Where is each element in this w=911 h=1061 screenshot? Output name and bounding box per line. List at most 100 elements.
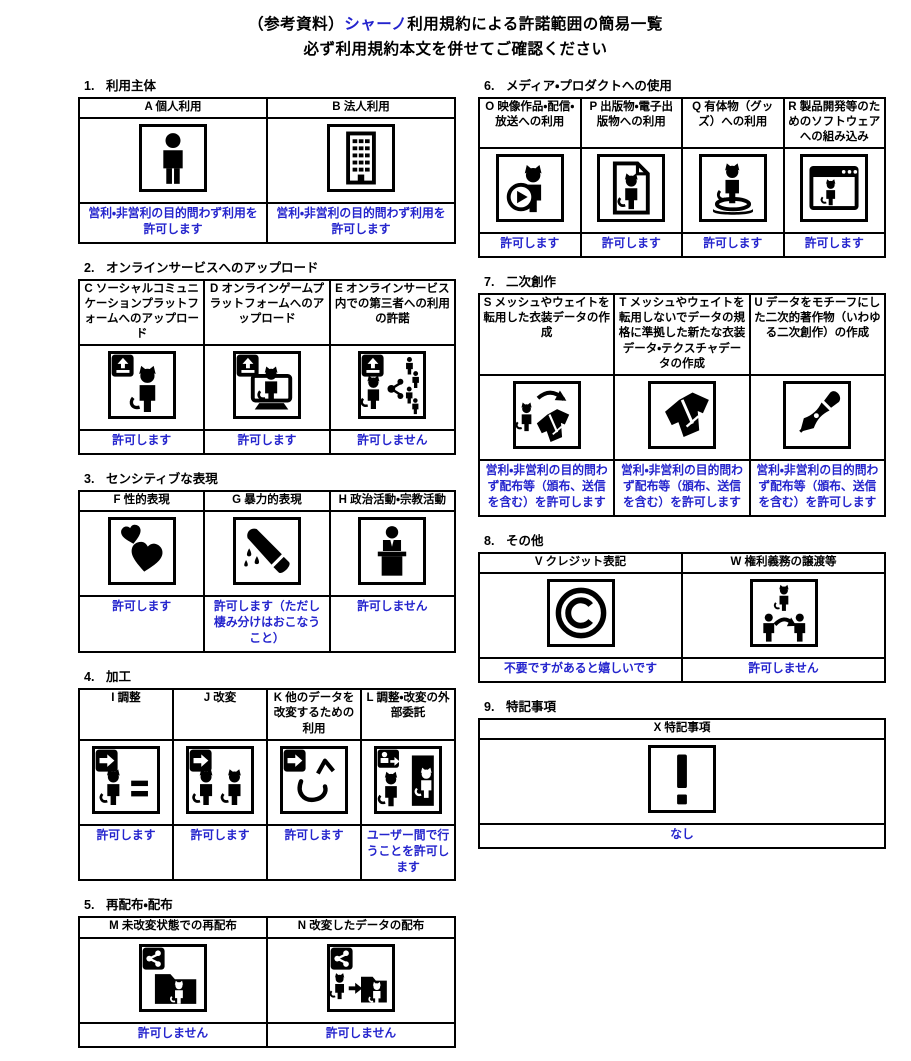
cell-icon-area — [360, 738, 456, 826]
section-number: 7. — [484, 275, 495, 290]
two-column-layout: 1. 利用主体 A 個人利用 B 法人利用 営利・非営利の目的問わず利用を許可しま… — [0, 75, 911, 1061]
cell-header: V クレジット表記 — [478, 551, 683, 574]
cell-icon-area — [478, 571, 683, 659]
upload-cat-person-icon — [107, 351, 176, 420]
publication-cat-icon — [597, 154, 666, 223]
cell-status: 許可します（ただし棲み分けはおこなうこと） — [203, 595, 331, 654]
cell-status: 許可しません — [78, 1021, 268, 1048]
title-suffix: 利用規約による許諾範囲の簡易一覧 — [407, 16, 663, 33]
podium-speaker-icon — [358, 517, 427, 586]
cell-icon-area — [782, 147, 886, 235]
software-window-icon — [800, 154, 869, 223]
section-label: センシティブな表現 — [106, 472, 218, 487]
section-number: 6. — [484, 78, 495, 93]
goods-figurine-icon — [698, 154, 767, 223]
cell-status: 営利・非営利の目的問わず配布等（頒布、送信を含む）を許可します — [477, 458, 616, 517]
cell-header: A 個人利用 — [78, 96, 268, 119]
cell-status: 許可します — [172, 823, 268, 882]
section-derivative-works: 7. 二次創作 S メッシュやウェイトを転用した衣装データの作成 T メッシュやウ… — [477, 271, 887, 517]
cell-header: D オンラインゲームプラットフォームへのアップロード — [203, 278, 331, 347]
permission-table: I 調整 J 改変 K 他のデータを改変するための利用 L 調整・改変の外部委託… — [78, 688, 456, 882]
cell-header: X 特記事項 — [478, 717, 886, 740]
cell-icon-area — [328, 510, 457, 598]
section-label: メディア・プロダクトへの使用 — [506, 78, 672, 93]
cell-status: 許可しません — [328, 595, 457, 654]
section-heading: 3. センシティブな表現 — [84, 468, 456, 487]
section-number: 9. — [484, 699, 495, 714]
cell-header: N 改変したデータの配布 — [266, 916, 456, 939]
section-redistribution: 5.再配布・配布 M 未改変状態での再配布 N 改変したデータの配布 許可しませ… — [78, 894, 456, 1048]
cell-status: 許可しません — [266, 1021, 456, 1048]
permission-table: O 映像作品・配信・放送への利用 P 出版物・電子出版物への利用 Q 有体物（グ… — [478, 96, 886, 259]
cell-status: 許可します — [266, 823, 362, 882]
section-label: 二次創作 — [506, 275, 557, 290]
section-processing: 4.加工 I 調整 J 改変 K 他のデータを改変するための利用 L 調整・改変… — [78, 666, 456, 882]
fanart-pen-icon — [783, 380, 852, 449]
cell-icon-area — [78, 738, 174, 826]
cell-icon-area — [681, 147, 785, 235]
cell-icon-area — [78, 116, 268, 204]
adjust-equal-cat-icon — [92, 745, 160, 814]
section-number: 8. — [484, 533, 495, 548]
section-heading: 4.加工 — [84, 666, 456, 685]
section-online-upload: 2.オンラインサービスへのアップロード C ソーシャルコミュニケーションプラット… — [77, 257, 457, 456]
cell-icon-area — [77, 510, 206, 598]
section-heading: 1. 利用主体 — [84, 75, 456, 94]
cell-status: 許可しません — [328, 429, 457, 456]
person-icon — [139, 123, 207, 192]
cell-header: B 法人利用 — [266, 96, 456, 119]
distribute-modified-icon — [327, 943, 395, 1012]
cell-status: 営利・非営利の目的問わず利用を許可します — [266, 201, 456, 244]
section-heading: 2.オンラインサービスへのアップロード — [84, 257, 456, 276]
section-number: 3. — [84, 472, 95, 487]
page-title: （参考資料）シャーノ利用規約による許諾範囲の簡易一覧 — [0, 13, 911, 38]
cell-icon-area — [328, 344, 457, 432]
cell-icon-area — [203, 344, 331, 432]
section-number: 1. — [84, 78, 95, 93]
section-sensitive-expression: 3. センシティブな表現 F 性的表現 G 暴力的表現 H 政治活動・宗教活動 許… — [77, 468, 457, 654]
section-heading: 9. 特記事項 — [484, 696, 886, 715]
cell-header: T メッシュやウェイトを転用しないでデータの規格に準拠した新たな衣装データ・テク… — [613, 293, 751, 376]
cell-header: F 性的表現 — [77, 490, 206, 513]
document-page: （参考資料）シャーノ利用規約による許諾範囲の簡易一覧 必ず利用規約本文を併せてご… — [0, 13, 911, 1048]
permission-table: M 未改変状態での再配布 N 改変したデータの配布 許可しません 許可しません — [78, 916, 456, 1048]
right-column: 6. メディア・プロダクトへの使用 O 映像作品・配信・放送への利用 P 出版物・… — [477, 75, 887, 862]
section-label: 加工 — [106, 670, 132, 685]
cell-header: E オンラインサービス内での第三者への利用の許諾 — [328, 278, 457, 347]
section-label: 特記事項 — [506, 699, 557, 714]
cell-icon-area — [613, 373, 751, 461]
cell-icon-area — [203, 510, 331, 598]
building-icon — [327, 123, 395, 192]
transfer-rights-icon — [749, 578, 818, 647]
title-brand: シャーノ — [344, 16, 408, 33]
section-media-product: 6. メディア・プロダクトへの使用 O 映像作品・配信・放送への利用 P 出版物・… — [478, 75, 886, 259]
section-label: その他 — [506, 533, 544, 548]
cell-icon-area — [579, 147, 683, 235]
video-play-cat-icon — [495, 154, 564, 223]
permission-table: F 性的表現 G 暴力的表現 H 政治活動・宗教活動 許可します 許可します（た… — [77, 490, 457, 654]
cell-header: H 政治活動・宗教活動 — [328, 490, 457, 513]
cell-header: Q 有体物（グッズ）への利用 — [681, 96, 785, 150]
cell-status: 許可しません — [681, 656, 886, 683]
section-label: 利用主体 — [106, 78, 157, 93]
cell-icon-area — [77, 344, 206, 432]
copyright-icon — [546, 578, 615, 647]
mesh-reuse-clothes-icon — [512, 380, 581, 449]
new-clothes-icon — [647, 380, 716, 449]
cell-status: 許可します — [782, 232, 886, 259]
hearts-icon — [107, 517, 176, 586]
permission-table: X 特記事項 なし — [478, 717, 886, 849]
page-subtitle: 必ず利用規約本文を併せてご確認ください — [303, 40, 608, 58]
cell-status: 不要ですがあると嬉しいです — [478, 656, 683, 683]
cell-icon-area — [478, 147, 582, 235]
cell-status: 許可します — [77, 429, 206, 456]
permission-table: C ソーシャルコミュニケーションプラットフォームへのアップロード D オンライン… — [77, 278, 457, 456]
cell-status: なし — [478, 822, 886, 849]
cell-status: 許可します — [681, 232, 785, 259]
section-special-notes: 9. 特記事項 X 特記事項 なし — [478, 696, 886, 849]
upload-game-monitor-icon — [232, 351, 301, 420]
cell-status: 許可します — [478, 232, 582, 259]
cell-icon-area — [172, 738, 268, 826]
cell-icon-area — [266, 936, 456, 1024]
cell-header: S メッシュやウェイトを転用した衣装データの作成 — [477, 293, 616, 376]
